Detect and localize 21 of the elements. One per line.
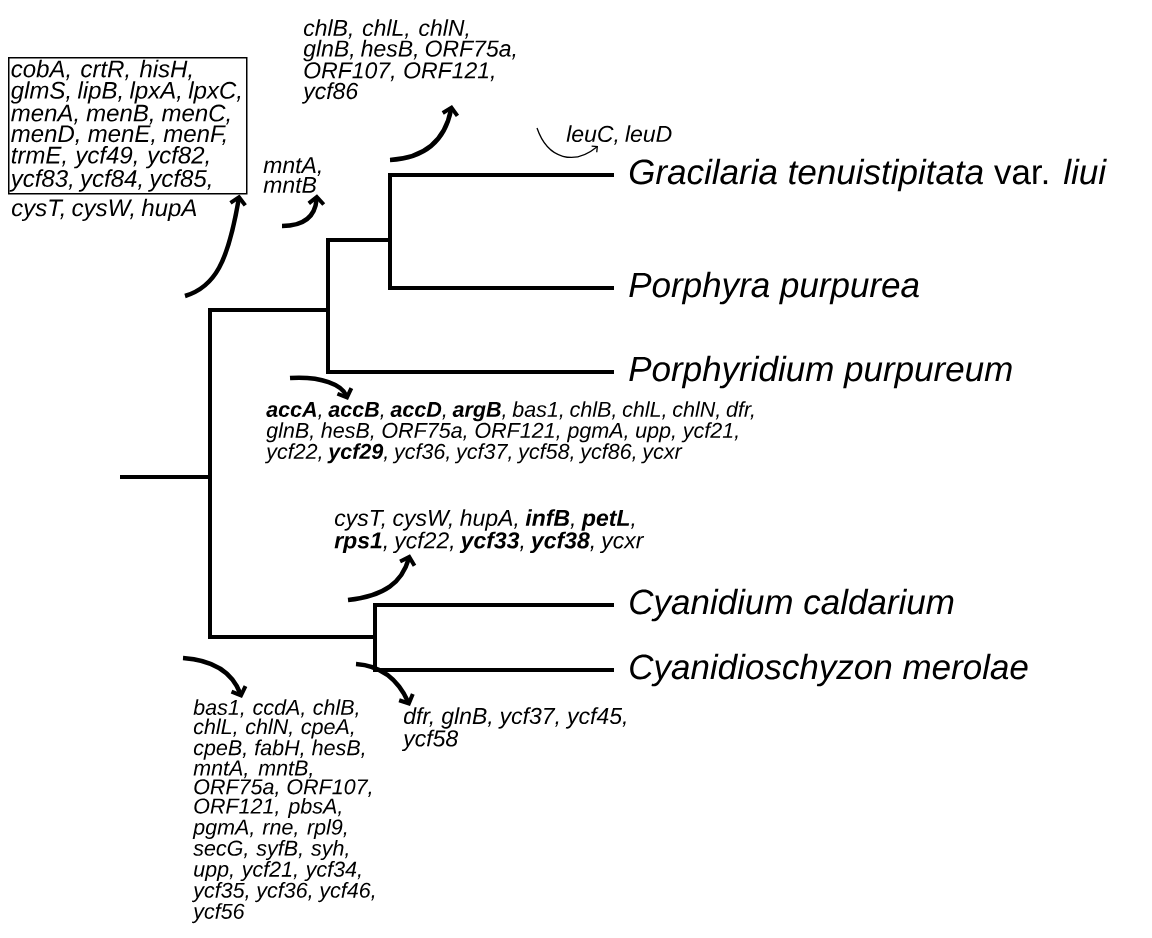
taxon-label: Porphyra purpurea	[629, 271, 919, 305]
gene-list: mntA, mntB	[263, 157, 321, 193]
arrow	[281, 194, 326, 229]
gene-list: leuC, leuD	[566, 125, 672, 145]
taxon-label: Porphyridium purpureum	[629, 355, 1012, 389]
arrow	[289, 375, 354, 400]
gene-list: accA, accB, accD, argB, bas1, chlB, chlL, chlN, dfr, glnB, hesB, ORF75a, ORF121, pgmA, upp, ycf21, ycf22, ycf29, ycf36, ycf37, ycf58, ycf86, ycxr	[265, 401, 754, 464]
taxon-label: Cyanidioschyzon merolae	[630, 653, 1028, 687]
gene-list: cysT, cysW, hupA, infB, petL, rps1, ycf22, ycf33, ycf38, ycxr	[334, 509, 645, 554]
taxon-label: Gracilaria tenuistipitata var. liui	[629, 158, 1107, 192]
arrow	[389, 104, 460, 163]
taxon-label: Cyanidium caldarium	[630, 588, 954, 622]
arrow	[347, 554, 417, 603]
gene-list: cysT, cysW, hupA	[12, 198, 197, 222]
arrow	[184, 194, 247, 299]
gene-list: dfr, glnB, ycf37, ycf45, ycf58	[401, 707, 626, 752]
arrow	[182, 655, 248, 698]
gene-list: chlB, chlL, chlN, glnB, hesB, ORF75a, ORF107, ORF121, ycf86	[301, 19, 516, 104]
arrow	[355, 661, 415, 706]
gene-list: bas1, ccdA, chlB, chlL, chlN, cpeA, cpeB, fabH, hesB, mntA, mntB, ORF75a, ORF107, ORF121, pbsA, pgmA, rne, rpl9, secG, syfB, syh, upp, ycf21, ycf34, ycf35, ycf36, ycf46, ycf56	[192, 699, 375, 924]
arrow	[536, 127, 598, 158]
